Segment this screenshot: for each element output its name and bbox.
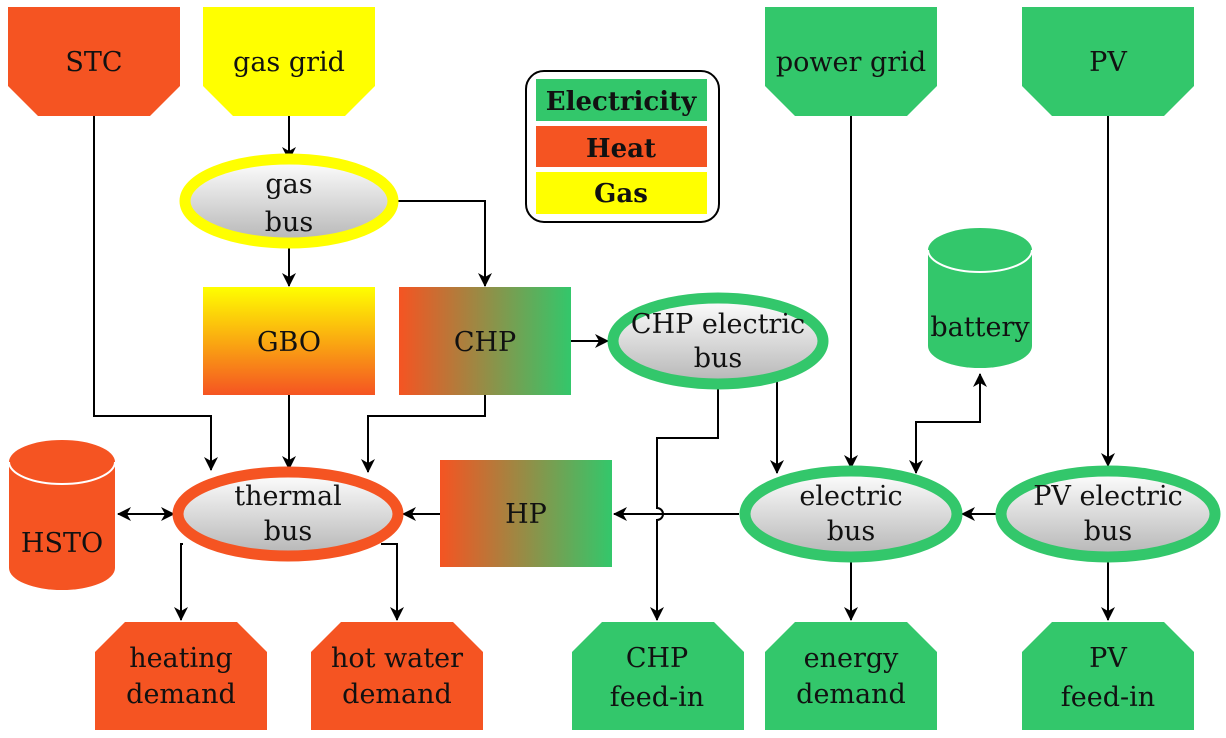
sink-energy-demand: energy demand	[765, 622, 937, 730]
edge-thermal-bus-heating-demand	[174, 543, 188, 621]
source-stc-label: STC	[65, 47, 122, 78]
source-shape	[1022, 7, 1194, 116]
transformer-box	[203, 287, 375, 395]
bus-ring	[739, 465, 963, 563]
source-gas-grid: gas grid	[203, 7, 375, 116]
sink-shape	[765, 622, 937, 730]
source-pv: PV	[1022, 7, 1194, 116]
source-stc: STC	[8, 7, 180, 116]
sink-heating-demand: heating demand	[95, 622, 267, 730]
sink-heating-demand-line2: demand	[126, 679, 236, 710]
sink-shape	[572, 622, 744, 730]
sink-hot-water-demand-line1: hot water	[331, 643, 463, 674]
bus-ring	[607, 292, 829, 390]
bus-gas-label-line1: gas	[265, 169, 312, 200]
storage-hsto-label: HSTO	[21, 528, 103, 559]
source-shape	[765, 7, 937, 116]
bus-ring	[172, 466, 404, 562]
bus-ring	[995, 465, 1221, 563]
storage-cylinder	[928, 228, 1032, 368]
legend-swatch-heat	[536, 126, 707, 167]
sink-energy-demand-line2: demand	[796, 679, 906, 710]
bus-thermal-label-line1: thermal	[234, 481, 341, 512]
storage-hsto: HSTO	[8, 440, 116, 590]
legend-swatch-gas	[536, 172, 707, 214]
connections	[93, 116, 1115, 621]
sink-shape	[95, 622, 267, 730]
bus-thermal-label-line2: bus	[264, 516, 313, 547]
source-power-grid: power grid	[765, 7, 937, 116]
bus-chp-electric-label-line1: CHP electric	[631, 309, 805, 340]
edge-battery-electric-bus	[909, 373, 987, 474]
sink-chp-feed-in: CHP feed-in	[572, 622, 744, 730]
edge-gas-bus-chp	[398, 200, 492, 287]
transformer-chp-label: CHP	[454, 327, 516, 358]
sink-energy-demand-line1: energy	[804, 643, 900, 674]
transformer-chp: CHP	[399, 287, 571, 395]
storage-rim	[927, 249, 1033, 273]
sink-heating-demand-line1: heating	[129, 643, 233, 674]
edge-chp-electric-bus-feed-in	[650, 389, 719, 621]
bus-pv-electric: PV electric bus	[995, 465, 1221, 563]
transformer-gbo-label: GBO	[257, 327, 321, 358]
transformer-hp: HP	[440, 460, 612, 567]
legend-label-heat: Heat	[586, 134, 656, 164]
source-power-grid-label: power grid	[776, 47, 926, 78]
source-gas-grid-label: gas grid	[233, 47, 345, 78]
sink-hot-water-demand-line2: demand	[342, 679, 452, 710]
bus-electric-label-line1: electric	[799, 481, 902, 512]
sink-pv-feed-in: PV feed-in	[1022, 622, 1194, 730]
sink-pv-feed-in-line1: PV	[1089, 643, 1127, 674]
bus-gas-label-line2: bus	[265, 207, 314, 238]
edge-thermal-bus-hot-water-demand	[381, 543, 404, 621]
sink-chp-feed-in-line2: feed-in	[610, 682, 704, 713]
edge-stc-thermal-bus	[93, 116, 218, 471]
bus-electric-label-line2: bus	[827, 516, 876, 547]
bus-chp-electric-label-line2: bus	[694, 343, 743, 374]
transformer-gbo: GBO	[203, 287, 375, 395]
bus-pv-electric-label-line2: bus	[1084, 516, 1133, 547]
sink-chp-feed-in-line1: CHP	[626, 643, 688, 674]
bus-thermal: thermal bus	[172, 466, 404, 562]
source-pv-label: PV	[1089, 47, 1127, 78]
source-shape	[203, 7, 375, 116]
legend-label-gas: Gas	[594, 179, 648, 209]
sink-hot-water-demand: hot water demand	[311, 622, 483, 730]
storage-cylinder	[9, 440, 115, 590]
bus-pv-electric-label-line1: PV electric	[1033, 481, 1182, 512]
bus-electric: electric bus	[739, 465, 963, 563]
sink-shape	[311, 622, 483, 730]
transformer-hp-label: HP	[505, 499, 547, 530]
source-shape	[8, 7, 180, 116]
storage-battery-label: battery	[930, 312, 1030, 343]
edge-chp-thermal-bus	[361, 395, 486, 473]
legend-swatch-electricity	[536, 79, 707, 121]
transformer-box	[399, 287, 571, 395]
legend: Electricity Heat Gas	[525, 70, 720, 223]
bus-ring	[179, 153, 399, 249]
sink-shape	[1022, 622, 1194, 730]
legend-label-electricity: Electricity	[546, 87, 697, 117]
bus-chp-electric: CHP electric bus	[607, 292, 829, 390]
transformer-box	[440, 460, 612, 567]
storage-rim	[8, 461, 116, 485]
sink-pv-feed-in-line2: feed-in	[1061, 682, 1155, 713]
bus-gas: gas bus	[179, 153, 399, 249]
storage-battery: battery	[927, 228, 1033, 368]
